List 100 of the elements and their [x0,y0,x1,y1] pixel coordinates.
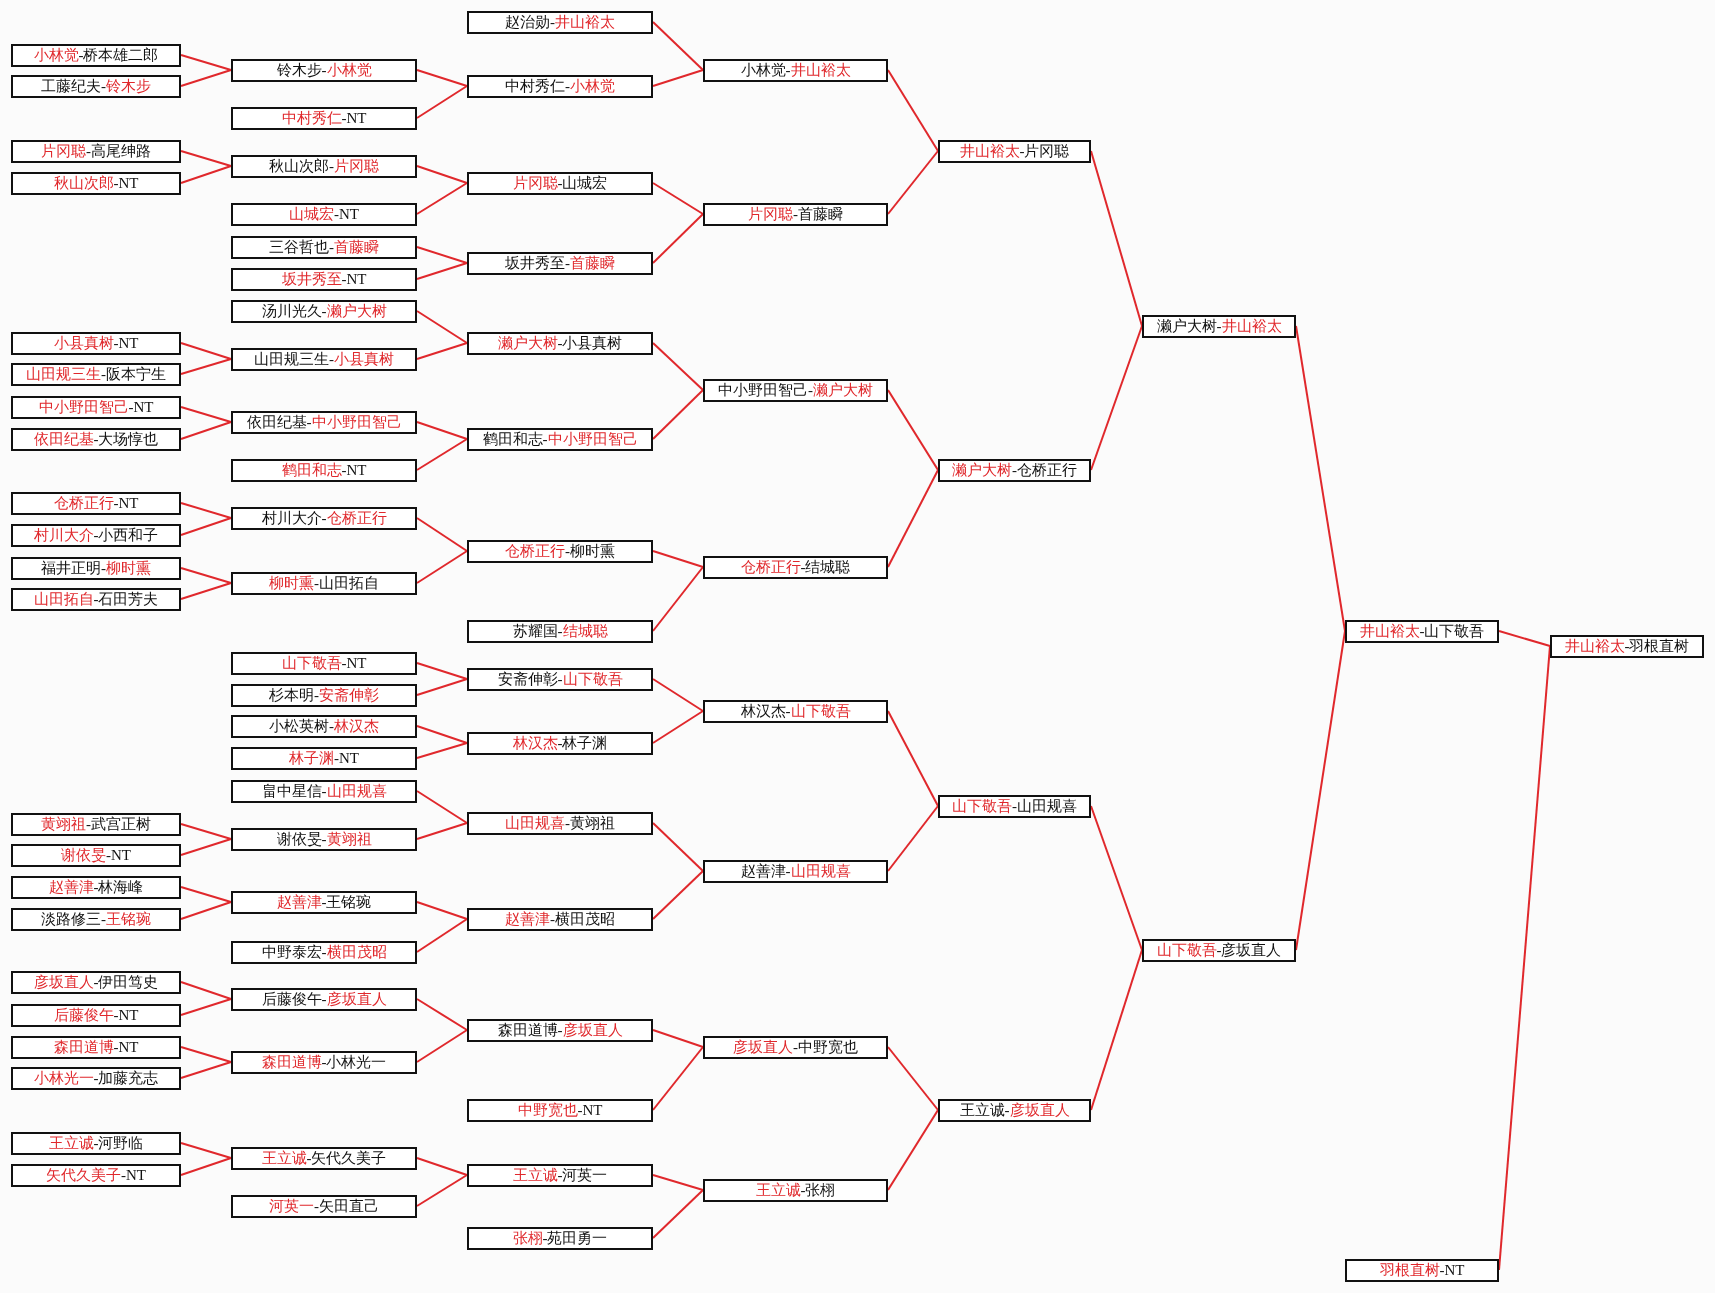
bracket-line [180,998,232,1016]
match-box: 三谷哲也-首藤瞬 [231,235,417,259]
match-box: 坂井秀至-NT [231,267,417,291]
match-box: 汤川光久-濑户大树 [231,299,417,323]
bracket-line [180,886,232,903]
match-box: 鹤田和志-中小野田智己 [467,427,653,451]
bracket-line [180,54,232,71]
bracket-line [180,981,232,1000]
bracket-line [180,342,232,360]
bracket-line [652,389,704,440]
bracket-line [416,1174,468,1207]
bracket-line [416,165,468,184]
match-box: 谢依旻-NT [11,843,181,867]
match-box: 濑户大树-小县真树 [467,331,653,355]
bracket-line [416,1157,468,1176]
match-box: 林汉杰-林子渊 [467,731,653,755]
bracket-line [180,567,232,584]
bracket-line [416,310,468,344]
bracket-line [416,662,468,680]
match-box: 黄翊祖-武宫正树 [11,812,181,836]
match-box: 井山裕太-片冈聪 [938,139,1091,163]
match-box: 彦坂直人-中野宽也 [703,1035,888,1059]
match-box: 小林光一-加藤充志 [11,1066,181,1090]
bracket-line [887,805,939,872]
match-box: 山下敬吾-彦坂直人 [1142,938,1296,962]
match-box: 山田规三生-小县真树 [231,347,417,371]
match-box: 工藤纪夫-铃木步 [11,74,181,98]
match-box: 依田纪基-中小野田智己 [231,410,417,434]
bracket-line [416,69,468,87]
bracket-line [416,550,468,584]
match-box: 片冈聪-高尾绅路 [11,139,181,163]
bracket-line [180,1157,232,1176]
match-box: 柳时熏-山田拓自 [231,571,417,595]
bracket-line [180,69,232,87]
bracket-line [416,998,468,1031]
bracket-line [652,1046,704,1111]
bracket-line [416,421,468,440]
bracket-line [652,1174,704,1191]
match-box: 仓桥正行-NT [11,491,181,515]
match-box: 赵善津-山田规喜 [703,859,888,883]
match-box: 小松英树-林汉杰 [231,714,417,738]
match-box: 羽根直树-NT [1345,1258,1499,1282]
bracket-line [652,822,704,872]
bracket-line [416,246,468,264]
match-box: 山田拓自-石田芳夫 [11,587,181,611]
bracket-line [180,823,232,840]
match-box: 林汉杰-山下敬吾 [703,699,888,723]
match-box: 赵善津-林海峰 [11,875,181,899]
bracket-line [180,165,232,184]
match-box: 秋山次郎-NT [11,171,181,195]
bracket-line [180,150,232,167]
match-box: 山田规喜-黄翊祖 [467,811,653,835]
match-box: 森田道博-彦坂直人 [467,1018,653,1042]
match-box: 鹤田和志-NT [231,458,417,482]
match-box: 秋山次郎-片冈聪 [231,154,417,178]
match-box: 山城宏-NT [231,202,417,226]
bracket-line [180,1142,232,1159]
bracket-line [652,678,704,712]
match-box: 井山裕太-羽根直树 [1550,634,1704,658]
bracket-line [1498,630,1551,647]
match-box: 安斋伸彰-山下敬吾 [467,667,653,691]
bracket-line [887,69,939,152]
bracket-line [416,725,468,744]
match-box: 中小野田智己-濑户大树 [703,378,888,402]
bracket-line [416,438,468,471]
match-box: 中村秀仁-NT [231,106,417,130]
bracket-line [416,517,468,552]
bracket-line [180,1046,232,1063]
bracket-line [887,1046,939,1111]
match-box: 王立诚-河英一 [467,1163,653,1187]
match-box: 王立诚-张栩 [703,1178,888,1202]
bracket-line [652,182,704,215]
match-box: 中野宽也-NT [467,1098,653,1122]
bracket-line [180,1061,232,1079]
match-box: 王立诚-河野临 [11,1131,181,1155]
match-box: 山下敬吾-山田规喜 [938,794,1091,818]
bracket-line [416,1029,468,1063]
bracket-line [416,182,468,215]
match-box: 王立诚-彦坂直人 [938,1098,1091,1122]
match-box: 赵善津-王铭琬 [231,890,417,914]
bracket-line [180,838,232,856]
match-box: 苏耀国-结城聪 [467,619,653,643]
match-box: 福井正明-柳时熏 [11,556,181,580]
match-box: 小县真树-NT [11,331,181,355]
bracket-line [180,582,232,600]
match-box: 小林觉-桥本雄二郎 [11,43,181,67]
match-box: 淡路修三-王铭琬 [11,907,181,931]
bracket-line [416,918,468,953]
match-box: 后藤俊午-NT [11,1003,181,1027]
match-box: 赵治勋-井山裕太 [467,10,653,34]
match-box: 王立诚-矢代久美子 [231,1146,417,1170]
bracket-line [180,406,232,423]
match-box: 谢依旻-黄翊祖 [231,827,417,851]
match-box: 林子渊-NT [231,746,417,770]
bracket-line [180,358,232,375]
bracket-line [652,566,704,632]
match-box: 赵善津-横田茂昭 [467,907,653,931]
match-box: 森田道博-小林光一 [231,1050,417,1074]
bracket-line [416,85,468,119]
match-box: 依田纪基-大场惇也 [11,427,181,451]
